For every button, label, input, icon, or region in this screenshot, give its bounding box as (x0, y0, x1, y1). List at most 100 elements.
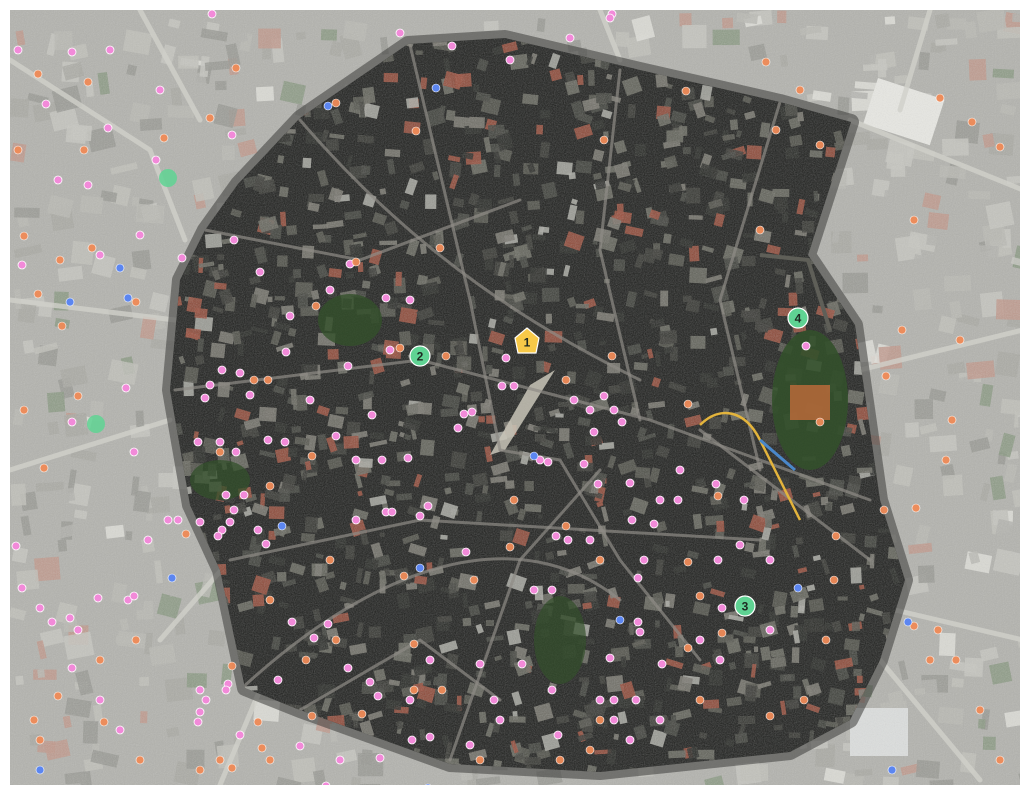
pink-poi-marker (93, 593, 103, 603)
pink-poi-marker (335, 755, 345, 765)
numbered-marker-3[interactable]: 3 (734, 595, 756, 617)
street (698, 428, 872, 562)
pink-poi-marker (551, 531, 561, 541)
pink-poi-marker (261, 539, 271, 549)
pink-poi-marker (65, 613, 75, 623)
pink-poi-marker (325, 285, 335, 295)
orange-poi-marker (55, 255, 65, 265)
orange-poi-marker (39, 463, 49, 473)
pink-poi-marker (201, 695, 211, 705)
pink-poi-marker (395, 28, 405, 38)
orange-poi-marker (437, 685, 447, 695)
street (203, 198, 522, 262)
orange-poi-marker (307, 451, 317, 461)
pink-poi-marker (649, 519, 659, 529)
pink-poi-marker (425, 732, 435, 742)
pink-poi-marker (221, 490, 231, 500)
pink-poi-marker (625, 735, 635, 745)
pink-poi-marker (155, 85, 165, 95)
pink-poi-marker (331, 431, 341, 441)
orange-poi-marker (33, 69, 43, 79)
focus-area[interactable] (160, 30, 921, 795)
orange-poi-marker (795, 85, 805, 95)
pink-poi-marker (281, 347, 291, 357)
orange-poi-marker (231, 63, 241, 73)
street (408, 43, 502, 452)
orange-poi-marker (73, 391, 83, 401)
pink-poi-marker (553, 730, 563, 740)
blue-poi-marker (529, 451, 539, 461)
blue-poi-marker (277, 521, 287, 531)
orange-poi-marker (995, 755, 1005, 765)
pink-poi-marker (633, 617, 643, 627)
pink-poi-marker (475, 659, 485, 669)
orange-poi-marker (99, 717, 109, 727)
pink-poi-marker (425, 655, 435, 665)
pink-poi-marker (801, 341, 811, 351)
orange-poi-marker (131, 297, 141, 307)
pink-poi-marker (617, 417, 627, 427)
pink-poi-marker (217, 525, 227, 535)
orange-poi-marker (821, 635, 831, 645)
orange-poi-marker (265, 755, 275, 765)
pink-poi-marker (589, 427, 599, 437)
plaza-trees (190, 460, 250, 500)
orange-poi-marker (829, 575, 839, 585)
pink-poi-marker (217, 365, 227, 375)
pink-poi-marker (235, 730, 245, 740)
orange-poi-marker (815, 417, 825, 427)
poi-markers[interactable] (11, 10, 1005, 792)
pink-poi-marker (67, 663, 77, 673)
park-clay-field (790, 385, 830, 420)
orange-poi-marker (83, 77, 93, 87)
pink-poi-marker (143, 535, 153, 545)
yellow-pentagon-icon (514, 327, 540, 354)
pink-poi-marker (465, 740, 475, 750)
pink-poi-marker (273, 675, 283, 685)
pink-poi-marker (627, 515, 637, 525)
orange-poi-marker (253, 717, 263, 727)
numbered-marker-2[interactable]: 2 (409, 345, 431, 367)
orange-poi-marker (683, 643, 693, 653)
pink-poi-marker (497, 381, 507, 391)
outer-road (857, 328, 1020, 373)
pink-poi-marker (53, 175, 63, 185)
pink-poi-marker (41, 99, 51, 109)
orange-poi-marker (53, 691, 63, 701)
pink-poi-marker (13, 45, 23, 55)
orange-poi-marker (13, 145, 23, 155)
pink-poi-marker (711, 479, 721, 489)
blue-poi-marker (35, 765, 45, 775)
pink-poi-marker (173, 515, 183, 525)
orange-poi-marker (599, 135, 609, 145)
pink-poi-marker (765, 555, 775, 565)
numbered-marker-4[interactable]: 4 (787, 307, 809, 329)
orange-poi-marker (947, 415, 957, 425)
orange-poi-marker (995, 142, 1005, 152)
street (718, 100, 782, 472)
green-poi-marker-large (87, 415, 105, 433)
orange-poi-marker (607, 351, 617, 361)
orange-poi-marker (955, 335, 965, 345)
orange-poi-marker (263, 375, 273, 385)
orange-poi-marker (755, 225, 765, 235)
numbered-marker-1[interactable]: 1 (514, 327, 540, 354)
pink-poi-marker (489, 695, 499, 705)
pink-poi-marker (405, 295, 415, 305)
orange-poi-marker (351, 257, 361, 267)
pink-poi-marker (509, 381, 519, 391)
pink-poi-marker (221, 685, 231, 695)
orange-poi-marker (555, 755, 565, 765)
orange-poi-marker (227, 763, 237, 773)
numbered-markers[interactable]: 1 2 3 4 (409, 307, 809, 617)
pink-poi-marker (377, 455, 387, 465)
pink-poi-marker (673, 495, 683, 505)
pink-poi-marker (655, 495, 665, 505)
orange-poi-marker (695, 695, 705, 705)
rail-line-blue (759, 438, 796, 472)
pink-poi-marker (11, 541, 21, 551)
numbered-marker-label: 4 (795, 312, 802, 326)
street (448, 468, 602, 762)
